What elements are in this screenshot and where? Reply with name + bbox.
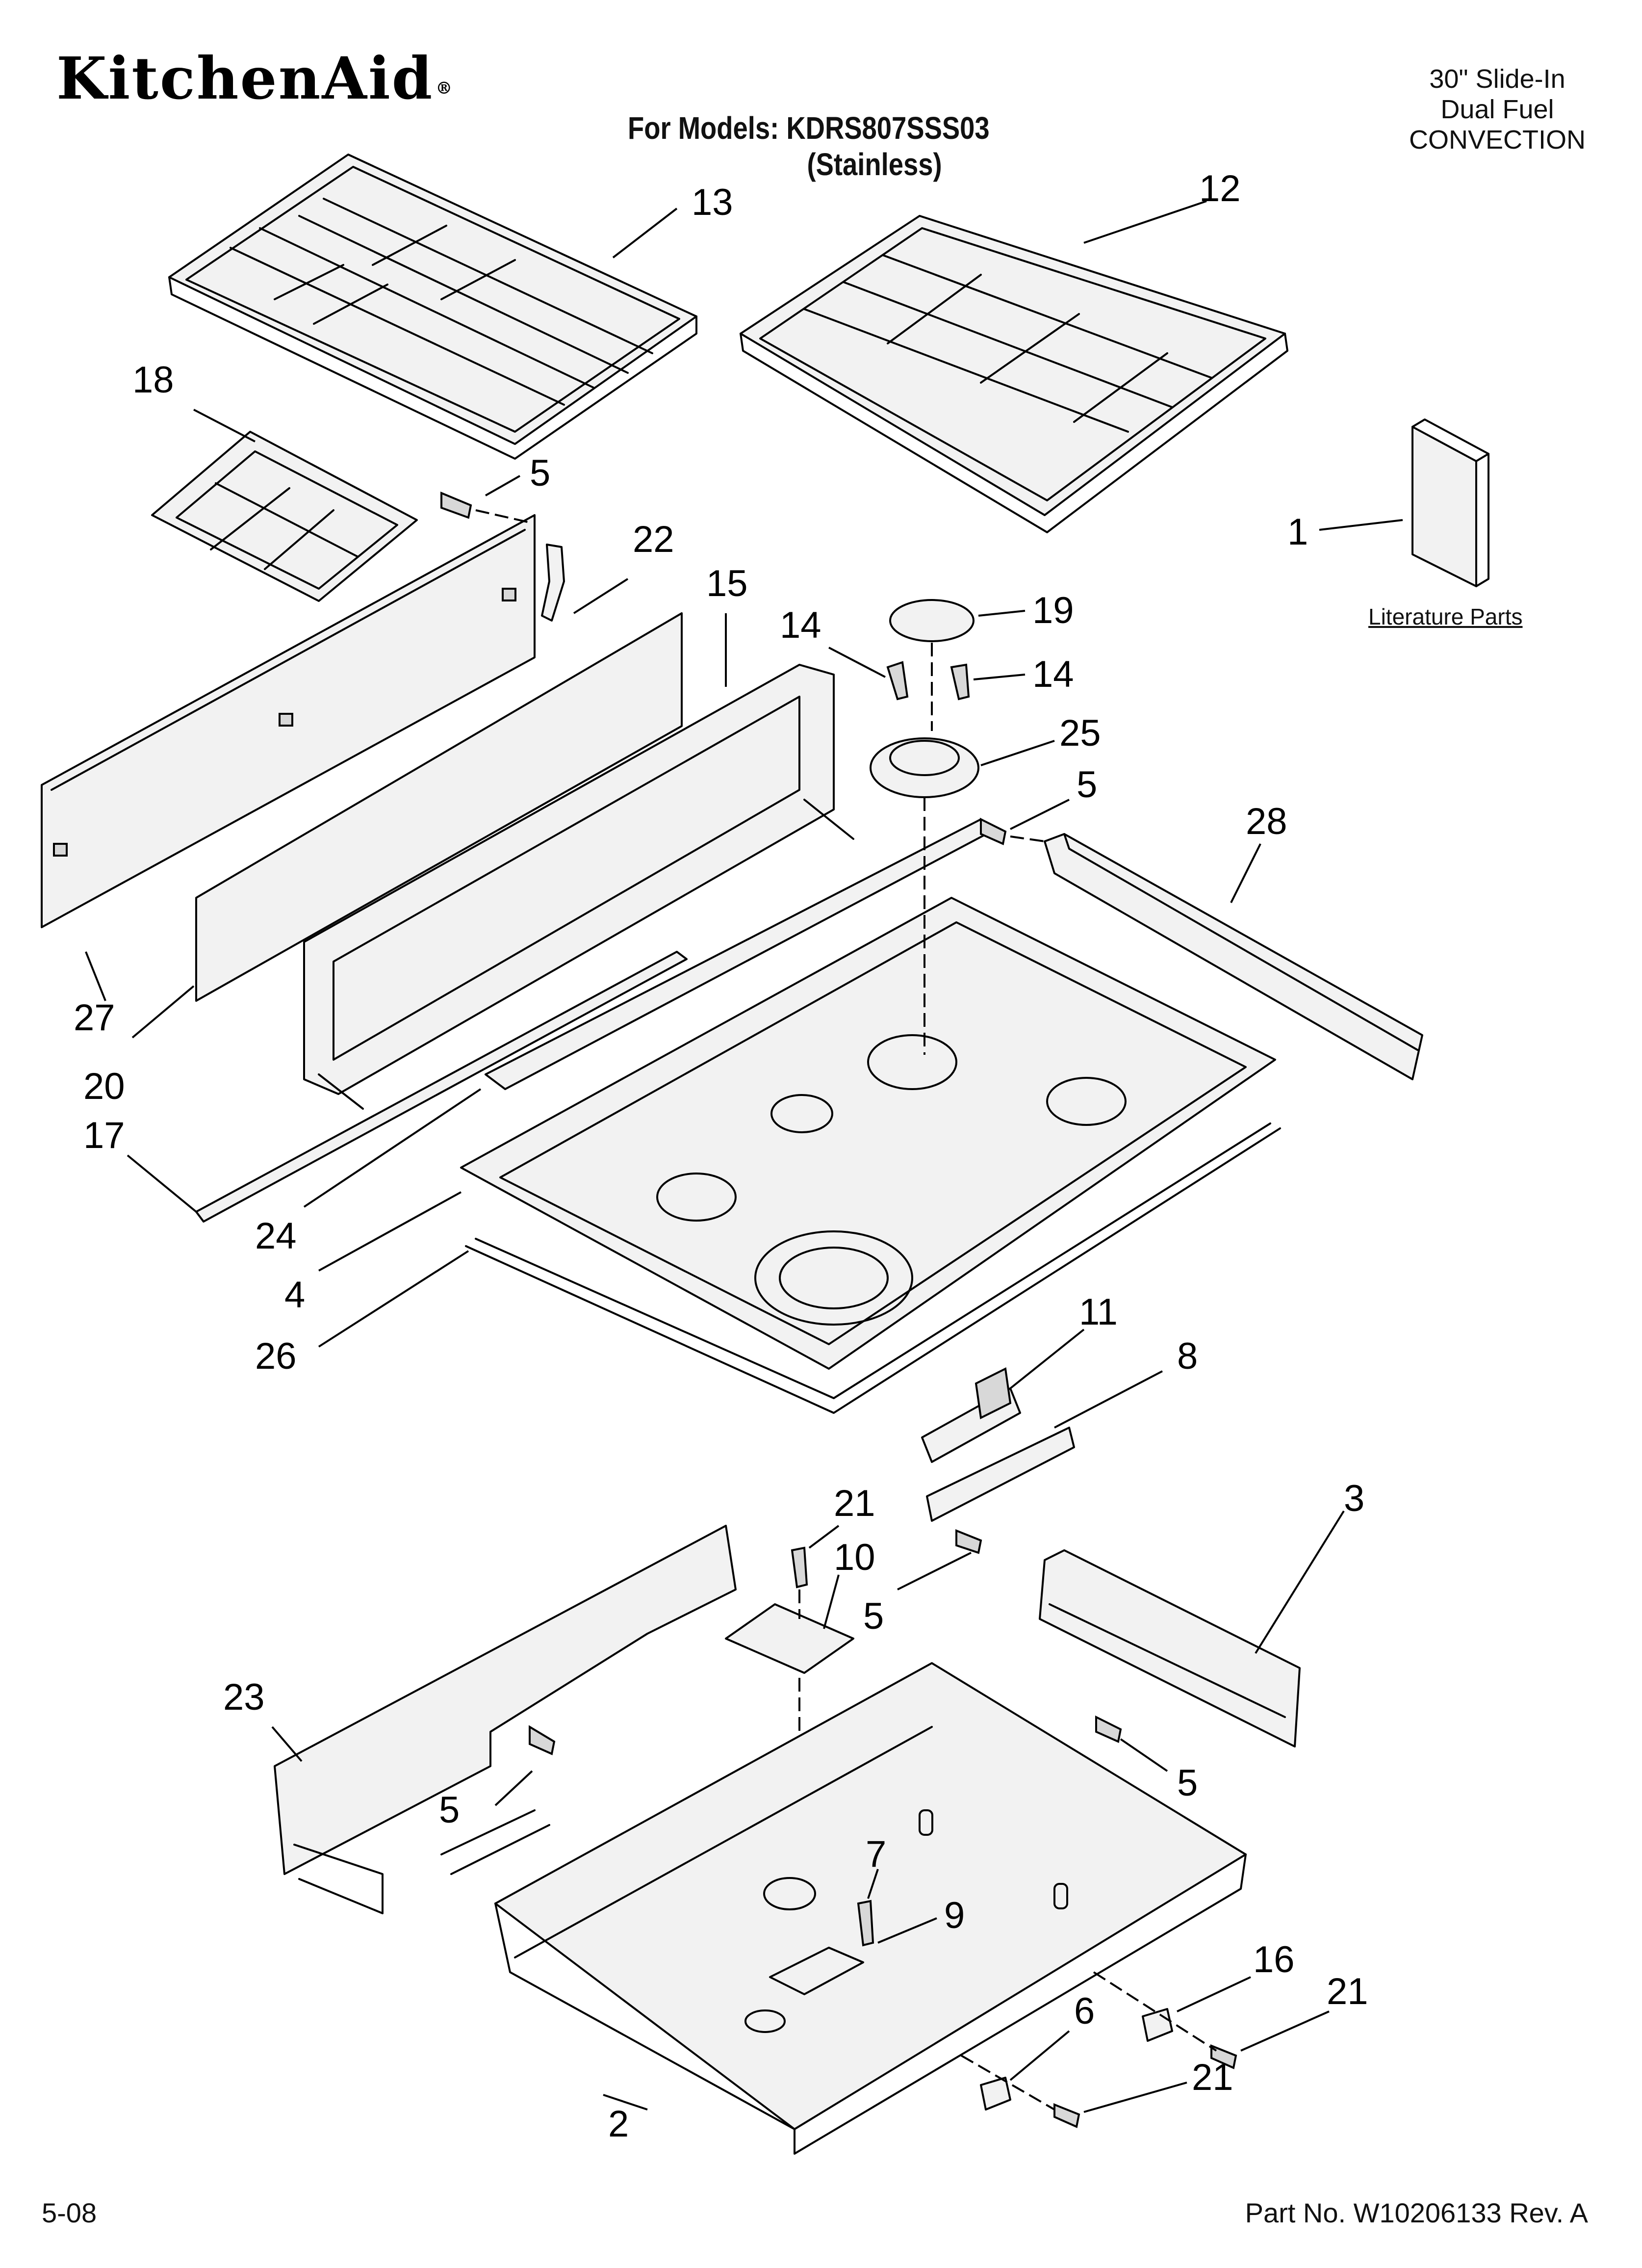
callout-5: 5 bbox=[1077, 764, 1097, 806]
burner-assembly-part bbox=[870, 599, 979, 1055]
cooktop-part bbox=[460, 897, 1276, 1370]
callout-13: 13 bbox=[692, 182, 733, 223]
callout-7: 7 bbox=[866, 1833, 886, 1875]
part-number: Part No. W10206133 Rev. A bbox=[1245, 2197, 1588, 2228]
spec-line-type: 30" Slide-In bbox=[1429, 64, 1565, 94]
callout-18: 18 bbox=[132, 359, 174, 401]
callout-5: 5 bbox=[439, 1789, 460, 1831]
callout-20: 20 bbox=[83, 1066, 125, 1107]
callout-19: 19 bbox=[1032, 590, 1074, 631]
callout-23: 23 bbox=[223, 1676, 265, 1718]
callout-labels: 13 12 18 5 1 22 15 14 19 14 25 5 28 27 2… bbox=[74, 168, 1368, 2145]
callout-26: 26 bbox=[255, 1335, 297, 1377]
trim-strip-part bbox=[195, 951, 688, 1223]
callout-28: 28 bbox=[1246, 801, 1287, 842]
revision-date: 5-08 bbox=[42, 2197, 97, 2228]
terminal-block-part bbox=[921, 1367, 1021, 1463]
right-grate-part bbox=[740, 215, 1288, 533]
clip-part bbox=[541, 544, 565, 622]
model-finish: (Stainless) bbox=[807, 146, 942, 182]
model-number: For Models: KDRS807SSS03 bbox=[628, 110, 990, 146]
callout-21: 21 bbox=[1192, 2057, 1233, 2098]
callout-6: 6 bbox=[1074, 1990, 1095, 2032]
callout-17: 17 bbox=[83, 1115, 125, 1156]
screw-part-side bbox=[529, 1715, 1122, 1755]
mounting-plate-part bbox=[725, 1546, 854, 1864]
callout-11: 11 bbox=[1079, 1291, 1118, 1333]
callout-14: 14 bbox=[1032, 653, 1074, 695]
callout-22: 22 bbox=[633, 519, 674, 560]
callout-21: 21 bbox=[834, 1483, 875, 1524]
callout-14: 14 bbox=[780, 604, 821, 646]
screw-part-rail bbox=[980, 817, 1045, 845]
callout-16: 16 bbox=[1253, 1939, 1295, 1981]
callout-1: 1 bbox=[1287, 511, 1308, 553]
callout-2: 2 bbox=[608, 2103, 629, 2145]
callout-3: 3 bbox=[1344, 1478, 1364, 1519]
callout-5: 5 bbox=[1177, 1762, 1198, 1804]
backguard-panel-part bbox=[41, 514, 536, 928]
callout-5: 5 bbox=[530, 452, 550, 494]
callout-15: 15 bbox=[706, 563, 748, 604]
callout-25: 25 bbox=[1059, 712, 1101, 754]
bracket-8-part bbox=[926, 1427, 1075, 1554]
trim-frame-part bbox=[303, 664, 854, 1110]
callout-12: 12 bbox=[1199, 168, 1241, 209]
screw-part-top bbox=[440, 492, 530, 523]
cooktop-gasket-part bbox=[465, 1122, 1281, 1414]
spec-line-fuel: Dual Fuel bbox=[1440, 95, 1554, 125]
callout-21: 21 bbox=[1327, 1971, 1368, 2012]
callout-leaders bbox=[85, 200, 1403, 2113]
chassis-part bbox=[494, 1662, 1247, 2155]
callout-4: 4 bbox=[284, 1274, 305, 1316]
literature-booklet-part bbox=[1411, 418, 1489, 587]
left-grate-part bbox=[168, 154, 697, 460]
callout-24: 24 bbox=[255, 1215, 297, 1257]
small-grate-part bbox=[151, 431, 418, 602]
callout-8: 8 bbox=[1177, 1335, 1198, 1377]
callout-10: 10 bbox=[834, 1537, 875, 1578]
appliance-spec: 30" Slide-In Dual Fuel CONVECTION bbox=[1409, 64, 1586, 155]
leveling-leg-part bbox=[960, 1971, 1237, 2128]
right-side-bracket-part bbox=[1039, 1549, 1301, 1747]
brand-logo: KitchenAid® bbox=[56, 44, 454, 112]
model-title: For Models: KDRS807SSS03 (Stainless) bbox=[628, 110, 990, 182]
literature-parts-label: Literature Parts bbox=[1368, 604, 1523, 629]
callout-5: 5 bbox=[863, 1595, 884, 1637]
left-side-bracket-part bbox=[274, 1525, 737, 1914]
callout-9: 9 bbox=[944, 1895, 965, 1936]
side-rail-part bbox=[1044, 833, 1423, 1080]
callout-27: 27 bbox=[74, 997, 115, 1039]
spec-line-convection: CONVECTION bbox=[1409, 125, 1586, 155]
backguard-insulation-part bbox=[195, 612, 683, 1002]
